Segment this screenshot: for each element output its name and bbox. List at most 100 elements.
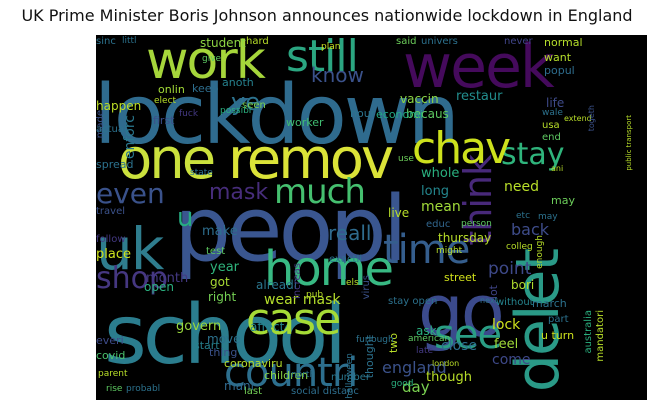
word: enforc xyxy=(122,115,138,160)
word: right xyxy=(208,290,237,304)
word: u xyxy=(177,203,194,233)
word: need xyxy=(504,179,539,195)
word: part xyxy=(548,314,569,325)
word: mask xyxy=(209,180,269,205)
word: shop xyxy=(96,261,169,296)
word: virus xyxy=(361,275,372,300)
word: move xyxy=(207,332,241,346)
word: actual xyxy=(96,124,127,135)
word: come xyxy=(492,352,531,368)
word: extend xyxy=(564,114,592,123)
word: keep xyxy=(192,82,219,95)
word: possibl xyxy=(220,106,252,116)
word: start xyxy=(194,339,220,352)
word: feel xyxy=(494,337,519,352)
word: never xyxy=(504,36,533,47)
word: american xyxy=(408,334,451,344)
word: restaur xyxy=(456,89,503,104)
word: number xyxy=(331,372,371,383)
word: without xyxy=(496,297,534,308)
word: north xyxy=(291,370,316,380)
word: test xyxy=(206,246,226,257)
word: halloween xyxy=(345,353,355,399)
word: said xyxy=(396,36,417,47)
word: thing xyxy=(209,346,238,359)
word: social distanc xyxy=(291,386,359,397)
word: usa xyxy=(542,120,560,131)
word: england xyxy=(382,358,447,377)
word: stay open xyxy=(388,296,438,307)
word: peopl xyxy=(174,177,408,282)
word: mani xyxy=(224,379,254,393)
word: late xyxy=(416,346,434,356)
word: school xyxy=(104,288,347,383)
word: govern xyxy=(176,319,222,334)
word: colleg xyxy=(506,242,533,252)
word: thursday xyxy=(438,231,492,245)
word: give xyxy=(202,54,222,64)
word: use xyxy=(398,154,414,164)
word: travel xyxy=(96,206,126,217)
word: vaccin xyxy=(400,92,439,106)
word: make xyxy=(202,224,238,239)
word: open xyxy=(144,280,174,294)
word: furlough xyxy=(356,335,394,345)
word: week xyxy=(403,35,555,102)
word: parent xyxy=(98,369,128,379)
word: chav xyxy=(412,123,511,174)
word: pub xyxy=(306,290,324,300)
word: much xyxy=(274,172,366,212)
word: happen xyxy=(96,99,142,113)
word: togeth xyxy=(587,105,596,132)
word: coronaviru xyxy=(224,357,283,370)
word: follow xyxy=(96,234,126,245)
word: remov xyxy=(228,127,394,192)
word: hard xyxy=(246,36,269,47)
word: plan xyxy=(321,42,341,52)
word: rise xyxy=(106,384,123,394)
word: alreadi xyxy=(256,278,298,292)
word: student xyxy=(200,36,246,50)
word: covid xyxy=(96,349,126,362)
word: exactli xyxy=(329,254,362,265)
word: popul xyxy=(544,64,575,77)
word: ani xyxy=(551,164,564,173)
word: australia xyxy=(583,310,594,354)
word: day xyxy=(402,378,430,396)
word: want xyxy=(544,51,572,64)
word: ye xyxy=(231,88,260,116)
word: spread xyxy=(96,158,134,171)
word: person xyxy=(461,219,492,229)
word: march xyxy=(532,297,567,310)
word: know xyxy=(311,63,364,87)
word: street xyxy=(444,271,477,284)
word: end xyxy=(542,132,561,143)
word: countri xyxy=(224,350,358,396)
word: stay xyxy=(501,137,565,172)
word: go xyxy=(418,269,505,353)
word: ask xyxy=(416,324,437,338)
word: elect xyxy=(154,96,177,106)
word: whole xyxy=(421,166,460,181)
chart-title: UK Prime Minister Boris Johnson announce… xyxy=(21,6,633,25)
word: els xyxy=(346,278,359,288)
word: lock xyxy=(492,317,521,333)
word: good xyxy=(391,379,414,389)
word: littl xyxy=(122,36,137,46)
word: etc xyxy=(516,211,531,221)
word: increas xyxy=(292,263,303,299)
word: first xyxy=(153,114,175,127)
word: mean xyxy=(421,199,461,215)
word: see xyxy=(434,312,502,358)
word: live xyxy=(388,206,410,220)
word: back xyxy=(511,220,550,239)
word: got xyxy=(210,275,230,289)
word: place xyxy=(96,247,131,262)
word: becaus xyxy=(406,107,449,121)
word: might xyxy=(436,246,463,256)
word-cloud: lockdown peopl school delet week work on… xyxy=(96,35,647,400)
word: probabl xyxy=(126,384,161,394)
word: life xyxy=(546,96,565,110)
word: everi xyxy=(96,334,124,347)
word: educ xyxy=(426,219,451,230)
